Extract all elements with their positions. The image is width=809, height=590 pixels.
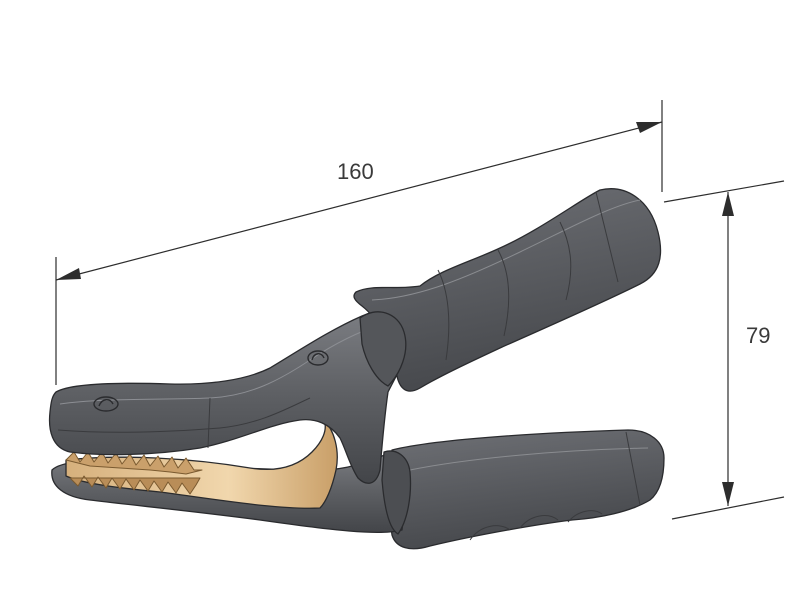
extension-line-bottom <box>671 496 785 520</box>
brand-logo-icon <box>93 350 329 412</box>
height-label: 79 <box>746 323 770 348</box>
pivot-collar-lower <box>381 450 412 535</box>
arrowhead-icon <box>722 192 734 216</box>
jaw-teeth <box>65 451 203 475</box>
length-label: 160 <box>337 159 374 184</box>
jaw-teeth <box>69 475 201 495</box>
arrowhead-icon <box>722 482 734 506</box>
extension-line-top <box>663 180 785 203</box>
dimension-lines <box>55 100 785 520</box>
arrowhead-icon <box>636 122 662 133</box>
lower-handle <box>387 429 665 550</box>
arrowhead-icon <box>56 268 81 280</box>
length-dimension-line <box>55 121 663 281</box>
crocodile-clip-drawing <box>48 188 665 550</box>
pivot-collar <box>359 311 407 387</box>
arrowheads <box>56 122 734 506</box>
